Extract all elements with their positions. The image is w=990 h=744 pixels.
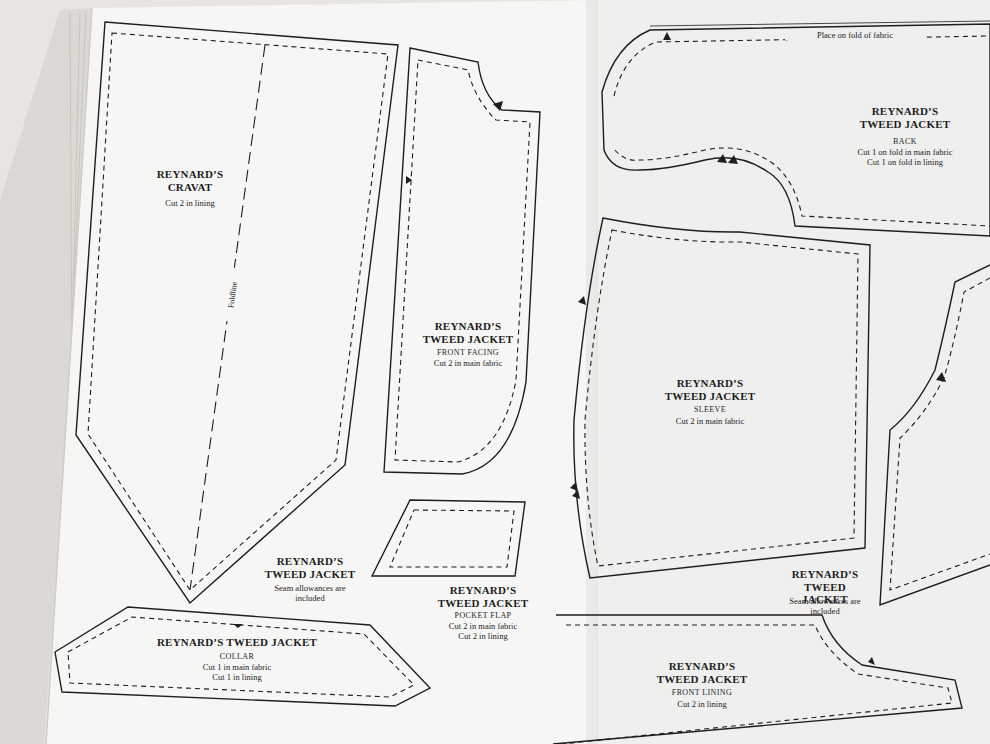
piece-name: FRONT FACING — [413, 348, 523, 358]
piece-name: COLLAR — [182, 652, 292, 662]
piece-title: REYNARD’S CRAVAT — [150, 168, 230, 193]
piece-title: REYNARD’S TWEED JACKET — [655, 660, 750, 685]
piece-title: REYNARD’S TWEED JACKET — [663, 377, 758, 402]
front-facing-piece: REYNARD’S TWEED JACKET FRONT FACINGCut 2 … — [380, 44, 545, 479]
cutting-note: Cut 2 in lining — [642, 699, 762, 709]
foldline-label: Foldline — [224, 267, 241, 322]
seam-note: Seam allowances are included — [785, 596, 865, 616]
seam-line — [890, 278, 990, 590]
cut-line — [602, 24, 990, 236]
seam-line — [88, 33, 388, 590]
cut-line — [372, 500, 525, 576]
piece-name: FRONT LINING — [642, 688, 762, 698]
piece-name: BACK — [830, 137, 980, 147]
front-lining-piece: REYNARD’S TWEED JACKET FRONT LININGCut 2 … — [550, 610, 965, 744]
cutting-note: Cut 2 in main fabric — [650, 416, 770, 426]
piece-title: REYNARD’S TWEED JACKET — [436, 584, 531, 609]
cutting-note: Cut 1 in main fabric — [182, 662, 292, 672]
sleeve-piece: REYNARD’S TWEED JACKET SLEEVECut 2 in mai… — [570, 215, 875, 580]
seam-line — [190, 45, 265, 590]
cutting-note: Cut 2 in main fabric — [413, 358, 523, 368]
cutting-note: Cut 2 in main fabric — [428, 621, 538, 631]
seam-line — [395, 60, 530, 462]
piece-name: SLEEVE — [650, 405, 770, 415]
seam-line — [562, 625, 952, 744]
seam-line — [615, 148, 990, 226]
fold-note: Place on fold of fabric — [785, 30, 925, 40]
cut-line — [76, 22, 398, 603]
cutting-note: Cut 1 on fold in lining — [830, 157, 980, 167]
piece-title: REYNARD’S TWEED JACKET — [421, 320, 516, 345]
pattern-title: REYNARD’S TWEED JACKET — [263, 555, 358, 580]
piece-name: POCKET FLAP — [428, 611, 538, 621]
seam-note: Seam allowances are included — [270, 583, 350, 603]
cut-line — [553, 615, 962, 744]
piece-title: REYNARD’S TWEED JACKET — [127, 636, 347, 649]
seam-line — [614, 36, 990, 96]
cutting-note: Cut 2 in lining — [428, 631, 538, 641]
piece-outline — [598, 20, 990, 240]
cutting-note: Cut 2 in lining — [140, 198, 240, 208]
cut-line — [574, 218, 870, 578]
cutting-note: Cut 1 on fold in main fabric — [830, 147, 980, 157]
seam-line — [68, 617, 414, 697]
cut-line — [384, 48, 540, 474]
cut-line — [55, 607, 430, 706]
seam-line — [390, 510, 514, 567]
cutting-note: Cut 1 in lining — [182, 672, 292, 682]
piece-outline — [550, 610, 965, 744]
pocket-flap-piece: REYNARD’S TWEED JACKETPOCKET FLAPCut 2 i… — [365, 495, 535, 645]
seam-line — [585, 230, 858, 566]
collar-piece: REYNARD’S TWEED JACKET COLLARCut 1 in mai… — [50, 603, 435, 711]
piece-outline — [380, 44, 545, 479]
back-piece: REYNARD’S TWEED JACKETBACKCut 1 on fold … — [598, 20, 990, 240]
partial-piece — [880, 265, 990, 605]
cravat-piece: REYNARD’S CRAVAT Cut 2 in liningFoldline — [55, 15, 410, 610]
piece-title: REYNARD’S TWEED JACKET — [858, 105, 953, 130]
